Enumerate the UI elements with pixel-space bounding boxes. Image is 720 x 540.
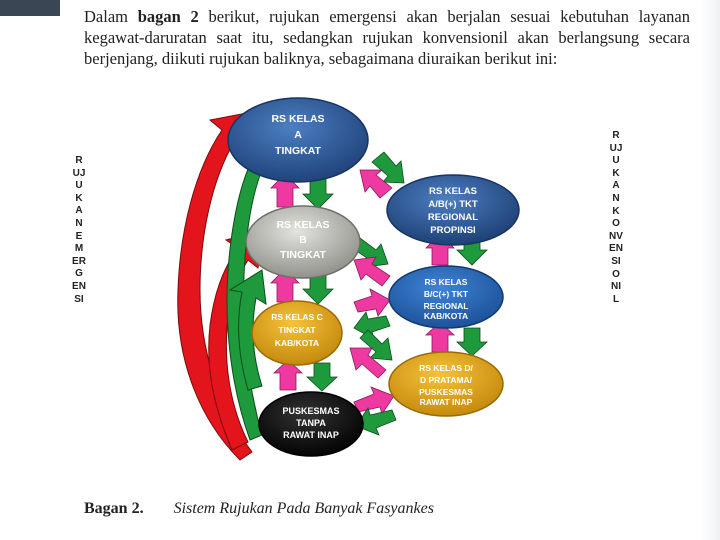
node-rs-kelas-ab-propinsi: RS KELAS A/B(+) TKT REGIONAL PROPINSI: [386, 174, 520, 246]
node-rs-kelas-d: RS KELAS D/ D PRATAMA/ PUSKESMAS RAWAT I…: [388, 351, 504, 417]
node-c-line1: RS KELAS C: [271, 312, 322, 322]
node-ab-line1: RS KELAS: [429, 186, 477, 197]
left-chain-arrows: [270, 173, 339, 392]
green-arrow-a-to-ab: [371, 151, 405, 184]
node-rs-kelas-a: RS KELAS A TINGKAT: [227, 97, 369, 183]
node-ab-line4: PROPINSI: [430, 225, 475, 236]
node-rs-kelas-b: RS KELAS B TINGKAT: [245, 205, 361, 279]
node-d-line3: PUSKESMAS: [419, 387, 473, 397]
green-down-arrow-bc-to-d: [455, 327, 489, 357]
pink-arrow-p-to-d: [353, 386, 395, 415]
node-d-line4: RAWAT INAP: [420, 397, 473, 407]
green-down-arrow-c-to-p: [305, 362, 339, 392]
green-emergency-arrow-inner: [228, 269, 267, 391]
node-rs-kelas-c: RS KELAS C TINGKAT KAB/KOTA: [251, 300, 343, 366]
node-c-line3: KAB/KOTA: [275, 338, 319, 348]
node-b-line2: B: [299, 234, 307, 246]
paragraph-text-rest: berikut, rujukan emergensi akan berjalan…: [84, 7, 690, 68]
right-vertical-label: RUJUKAN KONVENSIONIL: [609, 130, 623, 305]
paragraph-text-start: Dalam: [84, 7, 138, 26]
node-p-line2: TANPA: [296, 418, 326, 428]
pink-arrow-bc-to-b: [353, 256, 391, 287]
right-edge-shade: [700, 0, 720, 540]
intro-paragraph: Dalam bagan 2 berikut, rujukan emergensi…: [84, 6, 690, 69]
node-d-line2: D PRATAMA/: [420, 375, 473, 385]
green-arrow-d-to-p: [355, 407, 397, 436]
node-a-line2: A: [294, 129, 302, 141]
pink-arrow-c-to-bc: [353, 288, 391, 317]
pink-arrow-d-to-c: [349, 347, 387, 379]
pink-arrow-ab-to-a: [359, 169, 393, 199]
green-arrow-c-to-d: [359, 329, 393, 361]
paragraph-bold-reference: bagan 2: [137, 7, 199, 26]
pink-up-arrow-p-to-c: [272, 359, 304, 391]
node-b-line1: RS KELAS: [276, 219, 329, 231]
node-rs-kelas-bc-kabkota: RS KELAS B/C(+) TKT REGIONAL KAB/KOTA: [388, 265, 504, 329]
caption-title: Sistem Rujukan Pada Banyak Fasyankes: [173, 500, 434, 517]
referral-diagram: RS KELAS A TINGKAT RS KELAS B TINGKAT RS…: [177, 97, 520, 461]
node-p-line1: PUSKESMAS: [282, 406, 339, 416]
node-ab-line2: A/B(+) TKT: [428, 199, 478, 210]
node-bc-line1: RS KELAS: [425, 277, 468, 287]
node-c-line2: TINGKAT: [278, 325, 316, 335]
left-vertical-label: RUJUKAN EMERGENSI: [72, 155, 86, 305]
caption-label: Bagan 2.: [84, 500, 144, 517]
node-bc-line4: KAB/KOTA: [424, 311, 468, 321]
node-bc-line2: B/C(+) TKT: [424, 289, 469, 299]
node-ab-line3: REGIONAL: [428, 212, 478, 223]
figure-caption: Bagan 2. Sistem Rujukan Pada Banyak Fasya…: [84, 500, 434, 518]
cross-chain-arrows: [349, 151, 405, 436]
node-a-line1: RS KELAS: [271, 113, 324, 125]
node-p-line3: RAWAT INAP: [283, 430, 339, 440]
node-puskesmas: PUSKESMAS TANPA RAWAT INAP: [258, 391, 364, 457]
top-left-corner-bar: [0, 0, 60, 16]
node-d-line1: RS KELAS D/: [419, 363, 473, 373]
node-b-line3: TINGKAT: [280, 249, 326, 261]
node-a-line3: TINGKAT: [275, 145, 321, 157]
green-down-arrow-a-to-b: [302, 177, 334, 210]
node-bc-line3: REGIONAL: [424, 301, 469, 311]
